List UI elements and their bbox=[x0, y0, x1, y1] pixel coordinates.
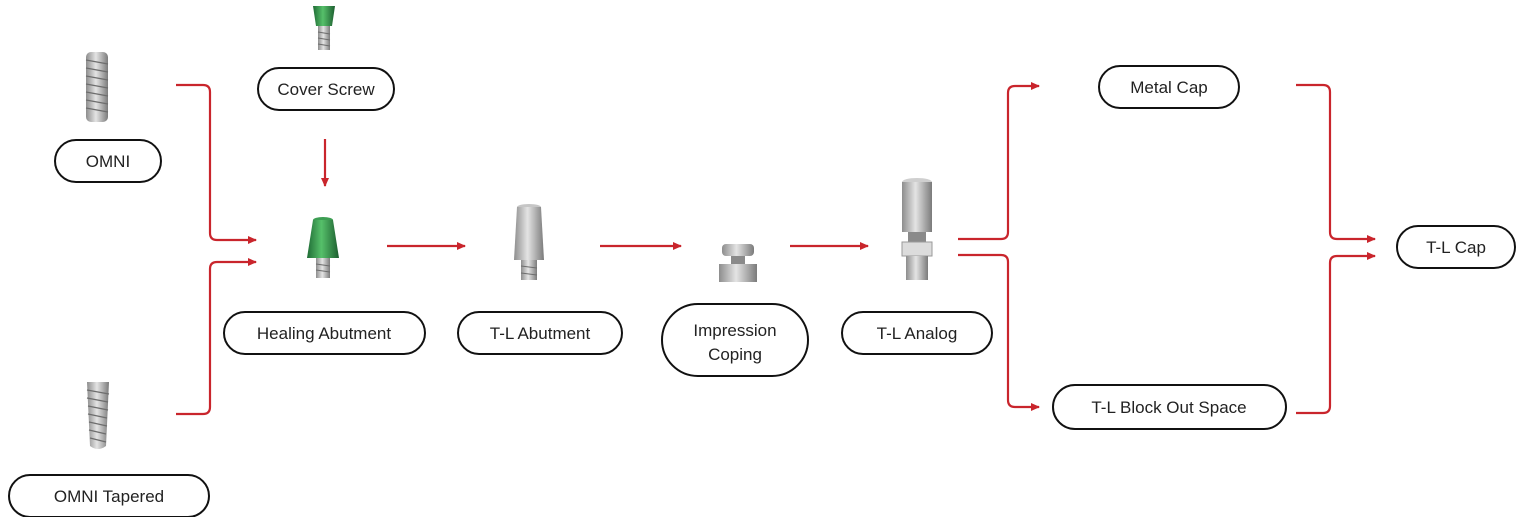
node-impression-coping: Impression Coping bbox=[661, 303, 809, 377]
arrow-omni-tapered-to-healing bbox=[176, 258, 257, 416]
node-omni-label: OMNI bbox=[86, 152, 130, 171]
node-omni: OMNI bbox=[54, 139, 162, 183]
arrow-omni-to-healing bbox=[176, 83, 257, 244]
arrow-analog-to-metal-cap bbox=[958, 82, 1040, 241]
node-tl-abutment: T-L Abutment bbox=[457, 311, 623, 355]
omni-tapered-implant-icon bbox=[86, 382, 110, 449]
node-tl-cap: T-L Cap bbox=[1396, 225, 1516, 269]
impression-coping-icon bbox=[719, 244, 757, 282]
flow-connectors bbox=[176, 82, 1376, 416]
healing-abutment-icon bbox=[307, 217, 339, 278]
arrow-analog-to-block-out bbox=[958, 253, 1040, 411]
node-omni-tapered-label: OMNI Tapered bbox=[54, 487, 164, 506]
node-tl-analog-label: T-L Analog bbox=[877, 324, 958, 343]
node-impression-coping-label-line1: Impression bbox=[693, 321, 776, 340]
node-tl-block-out-space: T-L Block Out Space bbox=[1052, 384, 1287, 430]
omni-implant-icon bbox=[85, 52, 109, 122]
node-healing-abutment: Healing Abutment bbox=[223, 311, 426, 355]
node-tl-cap-label: T-L Cap bbox=[1426, 238, 1486, 257]
tl-analog-icon bbox=[901, 178, 933, 280]
node-metal-cap: Metal Cap bbox=[1098, 65, 1240, 109]
arrow-metal-cap-to-tl-cap bbox=[1296, 83, 1376, 243]
cover-screw-icon bbox=[313, 6, 335, 50]
node-metal-cap-label: Metal Cap bbox=[1130, 78, 1207, 97]
node-healing-abutment-label: Healing Abutment bbox=[257, 324, 391, 343]
node-tl-abutment-label: T-L Abutment bbox=[490, 324, 591, 343]
node-tl-block-out-space-label: T-L Block Out Space bbox=[1091, 398, 1246, 417]
arrow-block-out-to-tl-cap bbox=[1296, 252, 1376, 415]
node-cover-screw: Cover Screw bbox=[257, 67, 395, 111]
node-impression-coping-label-line2: Coping bbox=[708, 345, 762, 364]
node-omni-tapered: OMNI Tapered bbox=[8, 474, 210, 517]
node-cover-screw-label: Cover Screw bbox=[277, 80, 375, 99]
node-tl-analog: T-L Analog bbox=[841, 311, 993, 355]
tl-abutment-icon bbox=[514, 204, 544, 280]
